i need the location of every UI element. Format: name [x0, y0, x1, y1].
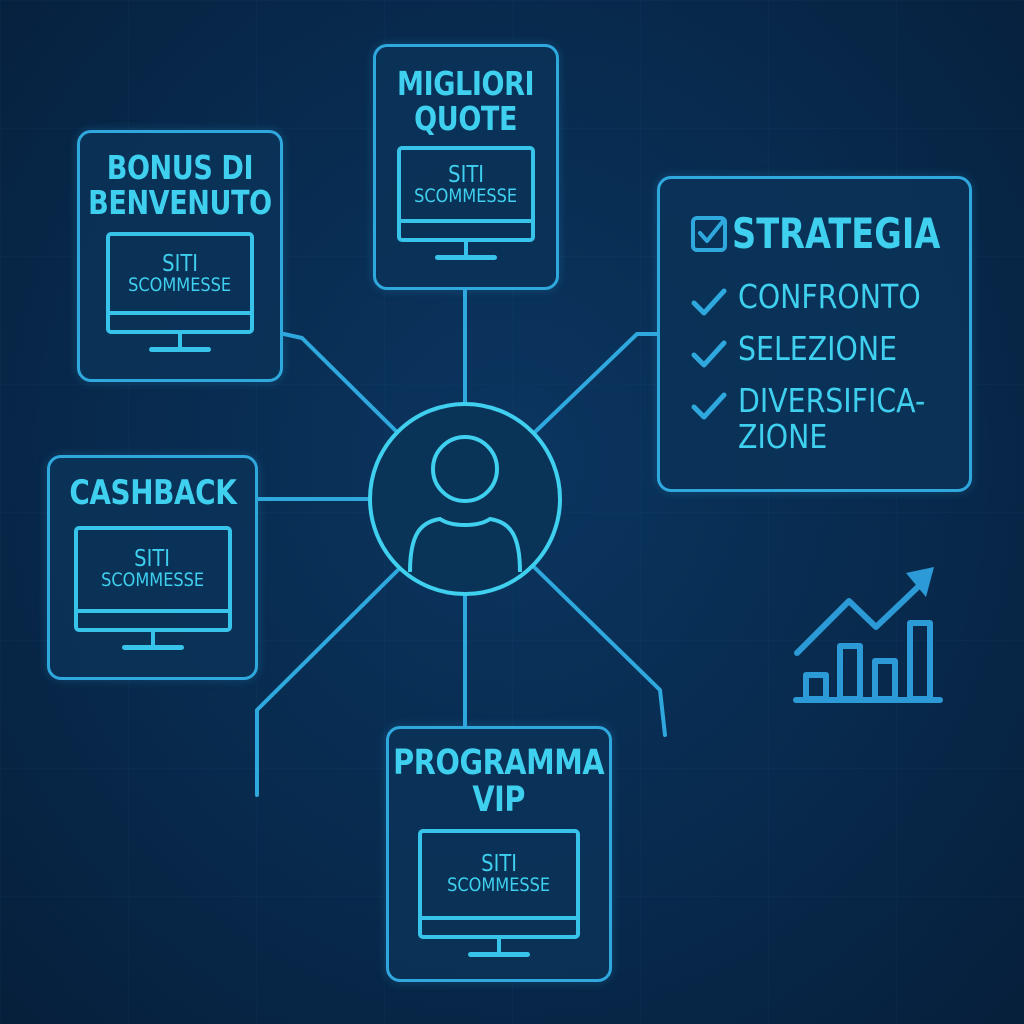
- card-migliori-quote[interactable]: MIGLIORI QUOTE SITI SCOMMESSE: [373, 44, 559, 290]
- user-icon: [368, 402, 562, 596]
- strategy-title: STRATEGIA: [732, 209, 941, 258]
- card-strategia[interactable]: STRATEGIA CONFRONTO SELEZIONE DIVERSIFIC…: [657, 176, 972, 492]
- checkmark-icon: [691, 340, 727, 368]
- card-title: PROGRAMMA VIP: [393, 743, 605, 820]
- line-bottom-right: [531, 564, 667, 737]
- line-top-left: [282, 332, 399, 434]
- strategy-list: CONFRONTO SELEZIONE DIVERSIFICA- ZIONE: [690, 278, 956, 456]
- monitor-icon: SITI SCOMMESSE: [397, 146, 535, 261]
- checkmark-icon: [691, 288, 727, 316]
- monitor-line1: SITI: [162, 250, 198, 277]
- monitor-line2: SCOMMESSE: [100, 569, 205, 592]
- checkbox-checked-icon: [691, 215, 727, 252]
- card-bonus-di-benvenuto[interactable]: BONUS DI BENVENUTO SITI SCOMMESSE: [77, 130, 283, 382]
- checkmark-icon: [691, 392, 727, 420]
- monitor-icon: SITI SCOMMESSE: [73, 525, 232, 650]
- card-programma-vip[interactable]: PROGRAMMA VIP SITI SCOMMESSE: [386, 726, 612, 982]
- card-title: BONUS DI BENVENUTO: [88, 148, 272, 222]
- monitor-line2: SCOMMESSE: [128, 273, 232, 296]
- card-title: CASHBACK: [68, 473, 237, 513]
- monitor-line1: SITI: [481, 850, 517, 877]
- growth-chart-icon: [793, 567, 943, 703]
- monitor-line1: SITI: [134, 546, 171, 573]
- strategy-item-diversificazione: DIVERSIFICA- ZIONE: [690, 382, 956, 456]
- monitor-line2: SCOMMESSE: [447, 874, 551, 897]
- strategy-item-confronto: CONFRONTO: [690, 278, 956, 331]
- strategy-item-selezione: SELEZIONE: [690, 330, 956, 383]
- strategy-header: STRATEGIA: [690, 209, 992, 258]
- card-cashback[interactable]: CASHBACK SITI SCOMMESSE: [47, 455, 258, 680]
- monitor-icon: SITI SCOMMESSE: [418, 828, 580, 957]
- line-bottom-left: [255, 566, 402, 797]
- monitor-icon: SITI SCOMMESSE: [106, 232, 254, 353]
- line-top-right: [533, 332, 660, 434]
- card-title: MIGLIORI QUOTE: [397, 64, 535, 138]
- monitor-line1: SITI: [448, 161, 484, 188]
- monitor-line2: SCOMMESSE: [414, 184, 518, 207]
